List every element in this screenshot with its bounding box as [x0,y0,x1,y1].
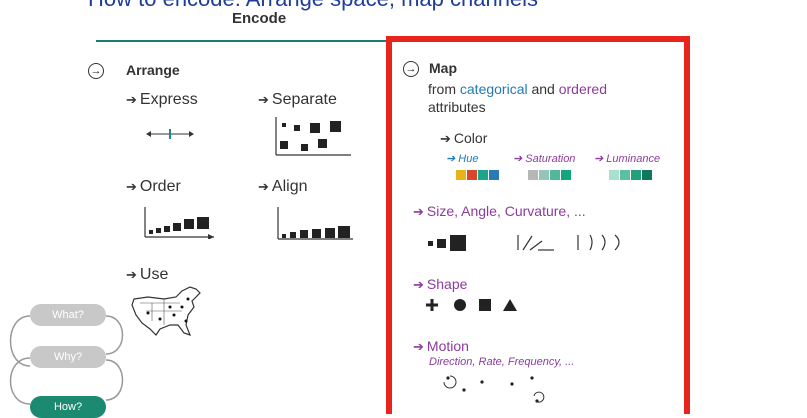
slide-title: How to encode: Arrange space, map channe… [0,0,807,16]
express-glyph [146,129,194,139]
arrow-icon: ➔ [126,267,137,282]
color-label: ➔Color [440,130,488,146]
circle-arrow-icon: → [403,61,419,77]
map-description-line1: from categorical and ordered [428,81,607,97]
arrow-icon: ➔ [413,204,424,219]
map-title: Map [429,60,457,76]
luminance-swatch [620,170,630,180]
arrow-icon: ➔ [413,277,424,292]
hue-swatch [467,170,477,180]
arrow-icon: ➔ [513,153,526,165]
arrow-icon: ➔ [446,153,459,165]
circle-arrow-icon: → [88,63,104,79]
arrange-use: ➔Use [126,266,169,283]
saturation-swatch [561,170,571,180]
arrow-icon: ➔ [126,92,137,107]
section-divider [96,40,481,42]
highlight-box [386,36,690,414]
order-glyph [144,207,214,239]
arrow-icon: ➔ [258,179,269,194]
arrange-order: ➔Order [126,178,181,195]
luminance-label: ➔ Luminance [594,153,661,165]
nav-what-pill[interactable]: What? [30,304,106,326]
section-title: Encode [232,10,287,27]
map-description-line2: attributes [428,99,486,115]
arrow-icon: ➔ [258,92,269,107]
saturation-swatch [528,170,538,180]
nav-how-pill[interactable]: How? [30,396,106,418]
size-angle-curvature-glyphs [428,234,620,251]
slide-title-text: How to encode: Arrange space, map channe… [88,0,538,12]
saturation-swatch [539,170,549,180]
hue-swatch [489,170,499,180]
nav-connector [9,315,124,405]
arrow-icon: ➔ [440,131,451,146]
arrow-icon: ➔ [126,179,137,194]
hue-label: ➔ Hue [446,153,479,165]
shape-glyphs [426,299,517,311]
size-angle-label: ➔Size, Angle, Curvature, ... [413,203,586,219]
arrow-icon: ➔ [413,339,424,354]
arrange-align: ➔Align [258,178,308,195]
motion-sublabel: Direction, Rate, Frequency, ... [429,356,575,368]
hue-swatch [478,170,488,180]
luminance-swatch [609,170,619,180]
separate-glyph [275,117,351,156]
arrange-separate: ➔Separate [258,91,337,108]
shape-label: ➔Shape [413,276,468,292]
hue-swatch [456,170,466,180]
arrange-express: ➔Express [126,91,198,108]
saturation-swatch [550,170,560,180]
luminance-swatch [642,170,652,180]
us-map-icon [131,286,201,336]
arrow-icon: ➔ [594,153,607,165]
align-glyph [277,207,353,240]
saturation-label: ➔ Saturation [513,153,576,165]
motion-label: ➔Motion [413,338,469,354]
motion-glyphs [443,375,545,403]
arrange-title: Arrange [126,62,180,78]
luminance-swatch [631,170,641,180]
nav-why-pill[interactable]: Why? [30,346,106,368]
